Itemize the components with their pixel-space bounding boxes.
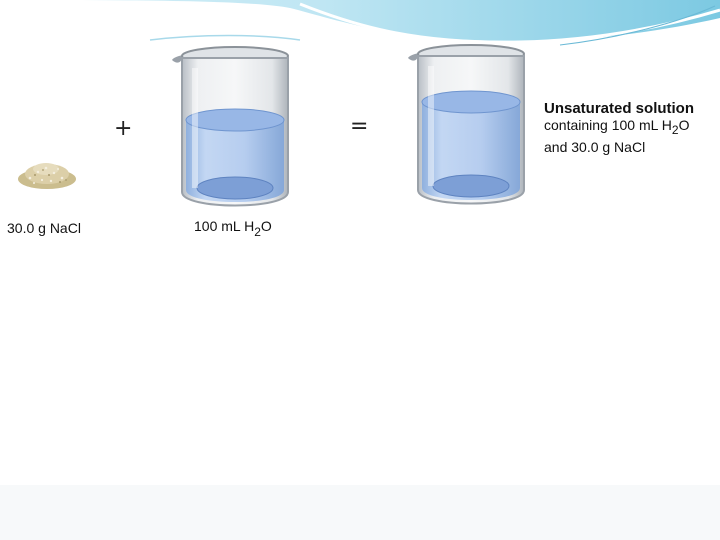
water-beaker-image [172, 46, 289, 207]
salt-pile-image [18, 163, 76, 189]
water-label-text: 100 mL H [194, 218, 255, 234]
salt-label: 30.0 g NaCl [7, 220, 81, 236]
plus-symbol: + [114, 116, 133, 141]
footer-band [0, 485, 720, 540]
header-wave-decoration [0, 0, 720, 46]
solution-beaker-image [408, 44, 525, 205]
solution-line-2: and 30.0 g NaCl [544, 139, 646, 155]
solution-line-1-text: containing 100 mL H [544, 117, 672, 133]
water-label-suffix: O [260, 218, 272, 234]
solution-line-1-suffix: O [678, 117, 690, 133]
solution-description: Unsaturated solution containing 100 mL H… [544, 100, 694, 156]
water-label: 100 mL H2O [194, 218, 272, 239]
solution-line-1-subscript: 2 [671, 123, 679, 137]
water-label-subscript: 2 [254, 225, 261, 239]
solution-title: Unsaturated solution [544, 100, 695, 117]
solution-line-1: containing 100 mL H2O [544, 117, 694, 139]
equals-symbol: = [350, 114, 369, 139]
